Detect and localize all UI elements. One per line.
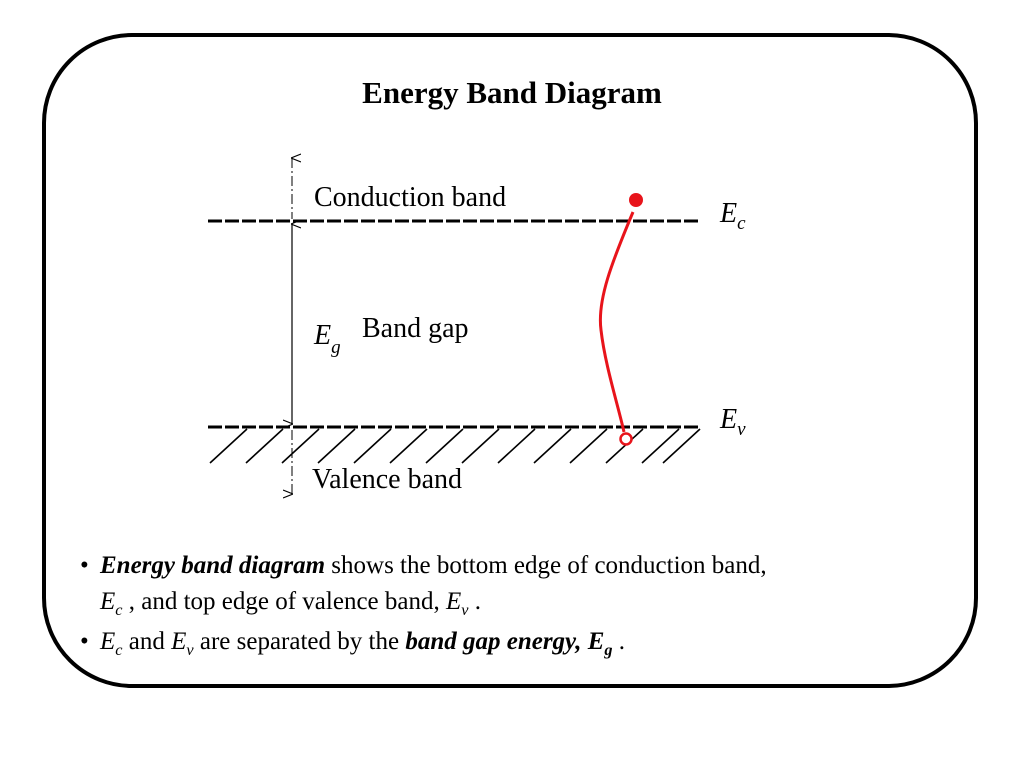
- bullet-list: •Energy band diagram shows the bottom ed…: [80, 548, 960, 660]
- valence-band-label: Valence band: [312, 464, 462, 495]
- bullet-1-continued: Ec , and top edge of valence band, Ev .: [100, 588, 481, 619]
- ec-symbol: Ec: [719, 198, 746, 234]
- bandgap-label: Band gap: [362, 313, 469, 344]
- slide-frame: [42, 33, 978, 688]
- conduction-band-label: Conduction band: [314, 182, 506, 213]
- ev-symbol: Ev: [719, 404, 746, 440]
- excitation-path: [598, 211, 635, 433]
- term-energy-band-diagram: Energy band diagram: [100, 552, 326, 579]
- eg-symbol: Eg: [313, 320, 341, 358]
- valence-hatching: [209, 428, 701, 464]
- bullet-2: •Ec and Ev are separated by the band gap…: [80, 624, 960, 660]
- bullet-dot: •: [80, 552, 89, 579]
- slide-title: Energy Band Diagram: [362, 75, 662, 110]
- bullet-dot: •: [80, 628, 89, 655]
- electron-dot: [629, 193, 643, 207]
- bullet-1: •Energy band diagram shows the bottom ed…: [80, 548, 960, 584]
- term-band-gap-energy: band gap energy: [405, 628, 576, 655]
- hole-circle: [619, 432, 633, 446]
